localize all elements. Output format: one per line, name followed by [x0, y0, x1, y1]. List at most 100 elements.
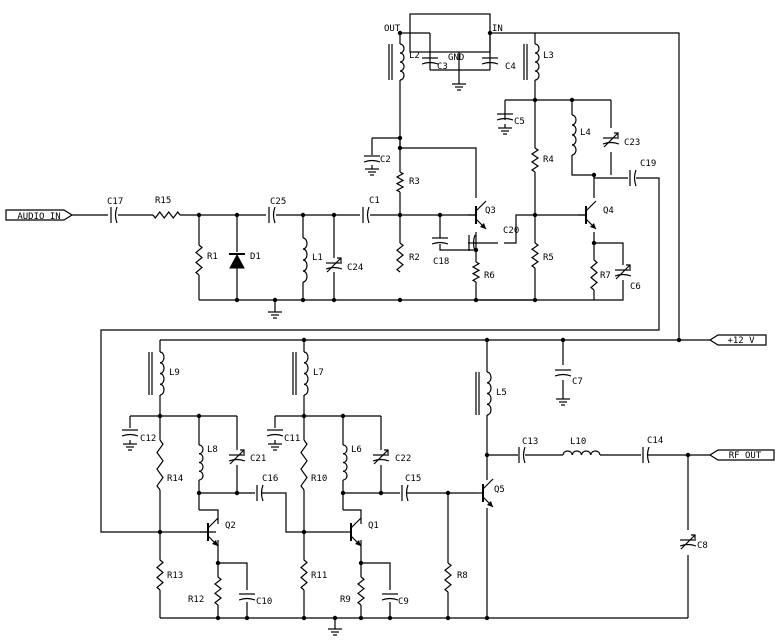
capacitor-c25 [268, 206, 276, 224]
junction-dot [487, 30, 493, 36]
capacitor-c13 [518, 446, 526, 464]
transistor-q2 [200, 517, 219, 547]
ground-symbol [365, 165, 379, 176]
resistor-r6 [471, 261, 481, 283]
junction-dot [301, 529, 307, 535]
junction-dot [445, 615, 451, 621]
junction-dot [484, 452, 490, 458]
junction-dot [301, 337, 307, 343]
label-c9: C9 [398, 597, 409, 607]
label-l2: L2 [409, 51, 420, 61]
label-r12: R12 [188, 595, 204, 605]
junction-dot [340, 490, 346, 496]
port-rf-out [708, 449, 775, 461]
resistor-r13 [156, 559, 164, 591]
resistor-r9 [357, 576, 365, 606]
components [5, 13, 775, 636]
port-audio-in-label: AUDIO IN [17, 212, 60, 222]
label-r13: R13 [167, 571, 183, 581]
resistor-r5 [530, 242, 540, 269]
label-c14: C14 [647, 436, 663, 446]
junction-dot [484, 337, 490, 343]
capacitor-c9 [381, 593, 399, 601]
junction-dot [532, 212, 538, 218]
label-l9: L9 [169, 368, 180, 378]
label-c20: C20 [503, 226, 519, 236]
junction-dot [387, 615, 393, 621]
junction-dot [300, 212, 306, 218]
capacitor-c23 [602, 132, 620, 148]
transistor-q3 [468, 200, 487, 230]
junction-dot [196, 490, 202, 496]
label-c16: C16 [262, 474, 278, 484]
port-audio-in [5, 209, 74, 221]
junction-dot [234, 297, 240, 303]
label-q1: Q1 [368, 521, 379, 531]
junction-dot [301, 413, 307, 419]
capacitor-c3 [421, 57, 439, 65]
label-c15: C15 [405, 474, 421, 484]
capacitor-c7 [554, 369, 572, 377]
junction-dot [397, 212, 403, 218]
junction-dot [340, 413, 346, 419]
label-c2: C2 [380, 155, 391, 165]
junction-dot [685, 452, 691, 458]
junctions [157, 30, 691, 621]
label-c10: C10 [256, 597, 272, 607]
ground-symbol [328, 625, 342, 636]
regulator-pin-gnd-label: GND [448, 53, 464, 63]
label-c7: C7 [572, 377, 583, 387]
junction-dot [560, 337, 566, 343]
capacitor-c19 [629, 169, 637, 187]
label-c19: C19 [640, 159, 656, 169]
capacitor-c11 [266, 429, 284, 437]
junction-dot [676, 337, 682, 343]
label-c12: C12 [140, 434, 156, 444]
resistor-r4 [530, 147, 540, 173]
resistor-r8 [444, 562, 452, 593]
inductor-l2 [388, 43, 405, 81]
label-q3: Q3 [485, 206, 496, 216]
label-l8: L8 [207, 445, 218, 455]
junction-dot [331, 297, 337, 303]
label-d1: D1 [250, 252, 261, 262]
ground-symbol [452, 80, 466, 91]
label-c24: C24 [347, 263, 363, 273]
label-r6: R6 [484, 271, 495, 281]
label-l7: L7 [313, 368, 324, 378]
label-r3: R3 [409, 177, 420, 187]
junction-dot [272, 297, 278, 303]
label-l4: L4 [580, 128, 591, 138]
capacitor-c12 [121, 429, 139, 437]
ground-symbol [123, 440, 137, 451]
label-c21: C21 [250, 454, 266, 464]
junction-dot [532, 97, 538, 103]
label-r1: R1 [207, 252, 218, 262]
port-vcc-label: +12 V [727, 336, 755, 346]
junction-dot [532, 297, 538, 303]
capacitor-c22 [372, 449, 390, 465]
junction-dot [378, 490, 384, 496]
junction-dot [437, 212, 443, 218]
transistor-q5 [475, 478, 494, 508]
capacitor-c1 [362, 206, 370, 224]
junction-dot [445, 490, 451, 496]
resistor-r7 [590, 259, 598, 291]
label-r10: R10 [311, 474, 327, 484]
inductor-l1 [302, 237, 308, 283]
label-r5: R5 [543, 253, 554, 263]
label-r15: R15 [155, 196, 171, 206]
label-r11: R11 [311, 571, 327, 581]
label-q5: Q5 [494, 485, 505, 495]
inductor-l6 [342, 444, 348, 481]
ground-symbol [498, 124, 512, 135]
label-c17: C17 [107, 197, 123, 207]
junction-dot [300, 297, 306, 303]
label-l10: L10 [570, 437, 586, 447]
inductor-l3 [523, 43, 540, 81]
label-c8: C8 [697, 541, 708, 551]
junction-dot [569, 97, 575, 103]
resistor-r11 [300, 559, 308, 591]
label-r7: R7 [600, 271, 611, 281]
